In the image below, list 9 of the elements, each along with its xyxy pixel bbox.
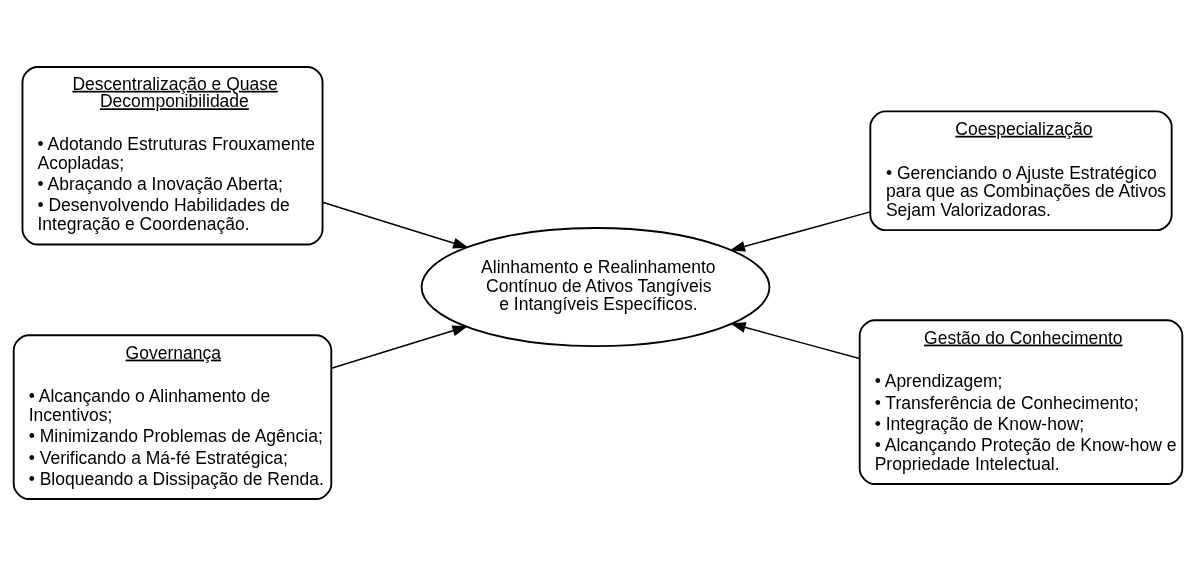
arrow [730, 321, 861, 359]
node-ellipse: Alinhamento e Realinhamento Contínuo de Ativos Tangíveis e Intangíveis Específicos. [420, 226, 771, 347]
node-box: Governança • Alcançando o Alinhamento de Incentivos; • Minimizando Problemas de Agência; • Verificando a Má-fé Estratégica; • Bloqueando a Dissipação de Renda. [12, 333, 333, 500]
arrow [729, 210, 871, 252]
node-box: Descentralização e Quase Decomponibilidade • Adotando Estruturas Frouxamente Acopladas; • Abraçando a Inovação Aberta; • Desenvolvendo Habilidades de Integração e Coordenação. [21, 65, 324, 245]
arrow [321, 201, 469, 248]
node-box: Coespecialização • Gerenciando o Ajuste Estratégico para que as Combinações de Ativos Sejam Valorizadoras. [869, 109, 1173, 231]
arrow [330, 325, 468, 369]
node-box: Gestão do Conhecimento • Aprendizagem; • Transferência de Conhecimento; • Integração de Know-how; • Alcançando Proteção de Know-how e Propriedade Intelectual. [858, 318, 1184, 485]
